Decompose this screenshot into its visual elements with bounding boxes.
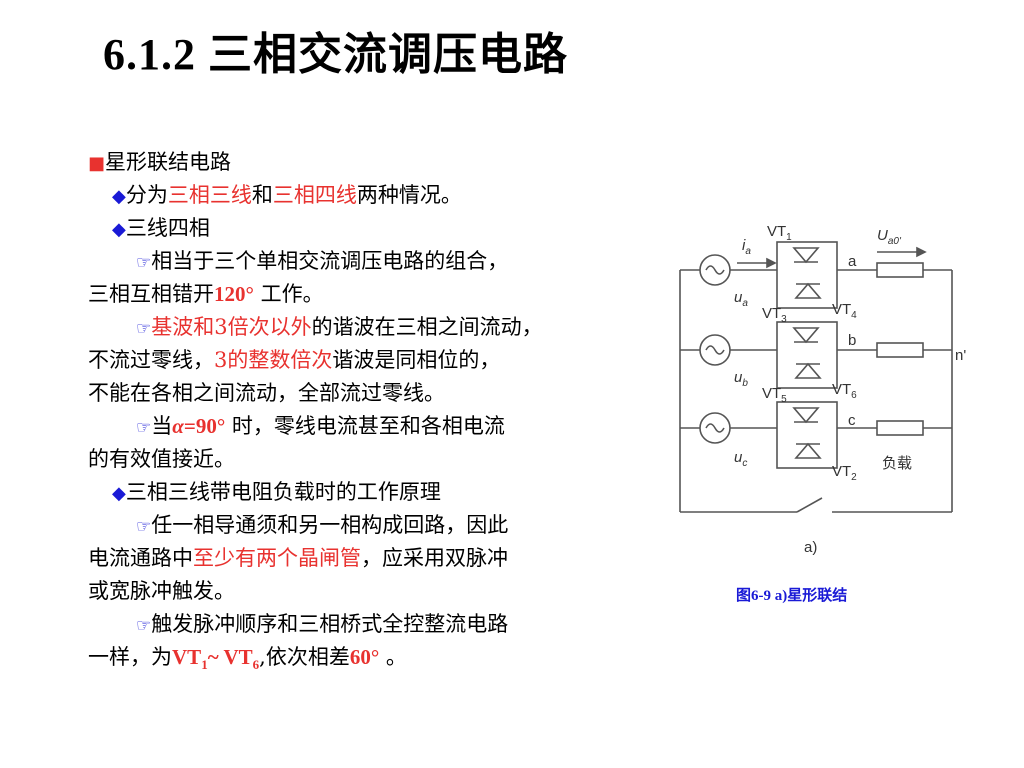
label-b: b: [848, 332, 856, 349]
pointing-hand-icon: ☞: [136, 418, 152, 438]
figure-caption: 图6-9 a)星形联结: [736, 588, 848, 604]
sub-bullet-alpha-90: ☞当α=90° 时，零线电流甚至和各相电流: [136, 414, 505, 438]
page-title: 6.1.2 三相交流调压电路: [103, 30, 568, 79]
text-line: 电流通路中至少有两个晶闸管，应采用双脉冲: [88, 546, 508, 570]
label-vt6: VT6: [832, 381, 857, 401]
label-vt2: VT2: [832, 463, 857, 483]
text-line: 一样，为VT1~ VT6,依次相差60° 。: [88, 645, 407, 673]
label-ua0: Ua0': [877, 227, 902, 247]
bullet-resistive-load: ◆三相三线带电阻负载时的工作原理: [112, 480, 441, 504]
pointing-hand-icon: ☞: [136, 616, 152, 636]
bullet-two-cases: ◆分为三相三线和三相四线两种情况。: [112, 183, 462, 207]
diamond-bullet-icon: ◆: [112, 483, 126, 504]
label-uc: uc: [734, 449, 747, 469]
text-line: 不流过零线，3的整数倍次谐波是同相位的，: [88, 348, 501, 372]
label-ua: ua: [734, 289, 748, 309]
sub-bullet-harmonics: ☞基波和3倍次以外的谐波在三相之间流动，: [136, 315, 543, 339]
figure-sublabel: a): [804, 539, 817, 556]
square-bullet-icon: ■: [88, 153, 106, 174]
text-line: 的有效值接近。: [88, 447, 235, 471]
diamond-bullet-icon: ◆: [112, 186, 126, 207]
label-vt4: VT4: [832, 301, 857, 321]
star-connection-circuit-diagram: VT1 ia Ua0' a ua VT3 VT4 b n n' ub VT5 V…: [672, 223, 966, 556]
text-line: 不能在各相之间流动，全部流过零线。: [88, 381, 445, 405]
label-c: c: [848, 412, 856, 429]
label-vt1: VT1: [767, 223, 792, 243]
label-vt3: VT3: [762, 305, 787, 325]
diamond-bullet-icon: ◆: [112, 219, 126, 240]
text-line: 或宽脉冲触发。: [88, 579, 235, 603]
label-vt5: VT5: [762, 385, 787, 405]
sub-bullet-trigger-sequence: ☞触发脉冲顺序和三相桥式全控整流电路: [136, 612, 509, 636]
bullet-star-connection: ■星形联结电路: [88, 150, 232, 174]
slide-body: ■星形联结电路 ◆分为三相三线和三相四线两种情况。 ◆三线四相 ☞相当于三个单相…: [88, 146, 668, 674]
label-load: 负载: [882, 454, 912, 472]
label-ub: ub: [734, 369, 748, 389]
pointing-hand-icon: ☞: [136, 319, 152, 339]
label-n-prime: n': [955, 347, 966, 364]
sub-bullet-conduction-loop: ☞任一相导通须和另一相构成回路，因此: [136, 513, 509, 537]
text-line: 三相互相错开120° 工作。: [88, 282, 324, 306]
pointing-hand-icon: ☞: [136, 253, 152, 273]
label-a: a: [848, 253, 857, 270]
label-ia: ia: [742, 237, 751, 257]
pointing-hand-icon: ☞: [136, 517, 152, 537]
sub-bullet-combination: ☞相当于三个单相交流调压电路的组合，: [136, 249, 509, 273]
bullet-three-wire-four-phase: ◆三线四相: [112, 216, 210, 240]
